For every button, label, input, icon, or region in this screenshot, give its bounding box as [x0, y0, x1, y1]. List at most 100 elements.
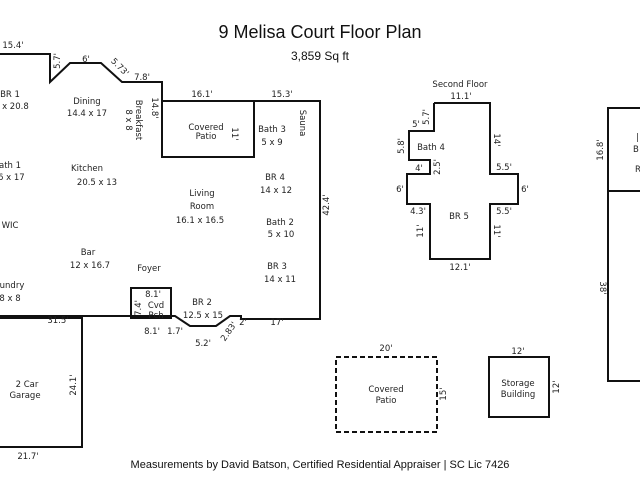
- room-size: 5 x 9: [261, 138, 282, 148]
- room-label: WIC: [2, 221, 19, 231]
- room-label: undry: [0, 281, 24, 291]
- dimension-label: 5.5': [496, 163, 512, 173]
- dimension-label: 7.8': [134, 73, 150, 83]
- dimension-label: 15.3': [271, 90, 292, 100]
- dimension-label: 5.5': [496, 207, 512, 217]
- dimension-label: 7.4': [134, 300, 144, 316]
- room-size: 12 x 16.7: [70, 261, 110, 271]
- dimension-label: 11': [491, 224, 501, 237]
- covered-patio-room: [161, 100, 255, 158]
- second-floor-outline: [406, 102, 519, 260]
- room-label: BR 4: [265, 173, 285, 183]
- right-building-outline: [607, 107, 640, 382]
- room-label: Patio: [376, 396, 397, 406]
- room-label: Bath 4: [417, 143, 445, 153]
- covered-porch-room: [130, 287, 172, 319]
- room-label: Dining: [73, 97, 100, 107]
- room-label: B: [633, 145, 639, 155]
- room-label: Garage: [9, 391, 40, 401]
- second-floor-label: Second Floor: [432, 80, 488, 90]
- room-label: Room: [190, 202, 214, 212]
- dimension-label: 16.8': [596, 139, 606, 160]
- dimension-label: 21.7': [17, 452, 38, 462]
- room-label: 2 Car: [16, 380, 39, 390]
- room-label: R: [635, 165, 640, 175]
- dimension-label: 11': [229, 127, 239, 140]
- room-label: Living: [189, 189, 214, 199]
- dimension-label: 15': [439, 387, 449, 400]
- main-floor: [0, 53, 321, 448]
- room-label: Storage: [501, 379, 534, 389]
- dimension-label: 6': [82, 55, 90, 65]
- room-label: Cvd: [148, 301, 164, 311]
- dimension-label: 42.4': [322, 194, 332, 215]
- room-size: 20.5 x 13: [77, 178, 117, 188]
- room-label: Foyer: [137, 264, 161, 274]
- room-label: BR 5: [449, 212, 469, 222]
- dimension-label: 6': [396, 185, 404, 195]
- dimension-label: 5.8': [397, 138, 407, 154]
- dimension-label: 5.7': [422, 109, 432, 125]
- dimension-label: 12.1': [449, 263, 470, 273]
- detached-covered-patio: Covered Patio 20' 15': [335, 344, 449, 433]
- dimension-label: 2': [239, 318, 247, 328]
- room-label: ath 1: [0, 161, 21, 171]
- dimension-label: 14.8': [149, 97, 159, 118]
- dimension-label: 16.1': [191, 90, 212, 100]
- room-label: Kitchen: [71, 164, 103, 174]
- room-size: 8 x 8: [123, 109, 133, 130]
- dimension-label: 11': [416, 224, 426, 237]
- room-label: Bar: [81, 248, 96, 258]
- room-size: 8 x 8: [0, 294, 21, 304]
- room-label: BR 3: [267, 262, 287, 272]
- room-size: 16.1 x 16.5: [176, 216, 224, 226]
- room-size: 5 x 10: [268, 230, 295, 240]
- dimension-label: 5.7': [53, 53, 63, 69]
- dimension-label: 1.7': [167, 327, 183, 337]
- garage-outline: [0, 317, 83, 448]
- dimension-label: 2.83': [219, 320, 239, 343]
- dimension-label: 38': [597, 281, 607, 294]
- plan-title: 9 Melisa Court Floor Plan: [218, 22, 422, 42]
- room-size: 14.4 x 17: [67, 109, 107, 119]
- room-size: 12.5 x 15: [183, 311, 223, 321]
- dimension-label: 11.1': [450, 92, 471, 102]
- room-label: Covered: [368, 385, 403, 395]
- dimension-label: 14': [491, 133, 501, 146]
- covered-patio-outline: [335, 356, 438, 433]
- dimension-label: 5.73': [108, 57, 130, 79]
- dimension-label: 4.3': [410, 207, 426, 217]
- dimension-label: 6': [521, 185, 529, 195]
- room-label: Sauna: [297, 110, 307, 137]
- dimension-label: 8.1': [144, 327, 160, 337]
- room-label: Covered: [188, 123, 223, 133]
- room-label: Building: [501, 390, 535, 400]
- dimension-label: 20': [379, 344, 392, 354]
- room-size: .6 x 17: [0, 173, 25, 183]
- main-floor-outline-top: [0, 53, 321, 327]
- dimension-label: 24.1': [69, 374, 79, 395]
- dimension-label: 5.2': [195, 339, 211, 349]
- dimension-label: 31.5': [47, 316, 68, 326]
- dimension-label: 4': [415, 164, 423, 174]
- storage-building-outline: [488, 356, 550, 418]
- room-label: BR 1: [0, 90, 20, 100]
- room-size: .6 x 20.8: [0, 102, 29, 112]
- dimension-label: 2.5': [433, 159, 443, 175]
- dimension-label: 15.4': [2, 41, 23, 51]
- main-floor-labels: BR 1 .6 x 20.8 Dining 14.4 x 17 Breakfas…: [0, 90, 307, 401]
- storage-building: Storage Building 12' 12': [488, 347, 562, 418]
- right-building: 16.8' 38' | B R: [596, 107, 640, 382]
- dimension-label: 12': [552, 380, 562, 393]
- room-size: 14 x 12: [260, 186, 292, 196]
- room-label: Bath 3: [258, 125, 286, 135]
- appraiser-credit: Measurements by David Batson, Certified …: [130, 459, 510, 471]
- room-label: Pch: [148, 311, 163, 321]
- room-label: Breakfast: [133, 100, 143, 141]
- main-floor-dimensions: 15.4' 5.7' 6' 5.73' 7.8' 14.8' 16.1' 11'…: [2, 41, 332, 462]
- room-label: |: [636, 133, 639, 143]
- room-label: BR 2: [192, 298, 212, 308]
- dimension-label: 5': [412, 120, 420, 130]
- room-size: 14 x 11: [264, 275, 296, 285]
